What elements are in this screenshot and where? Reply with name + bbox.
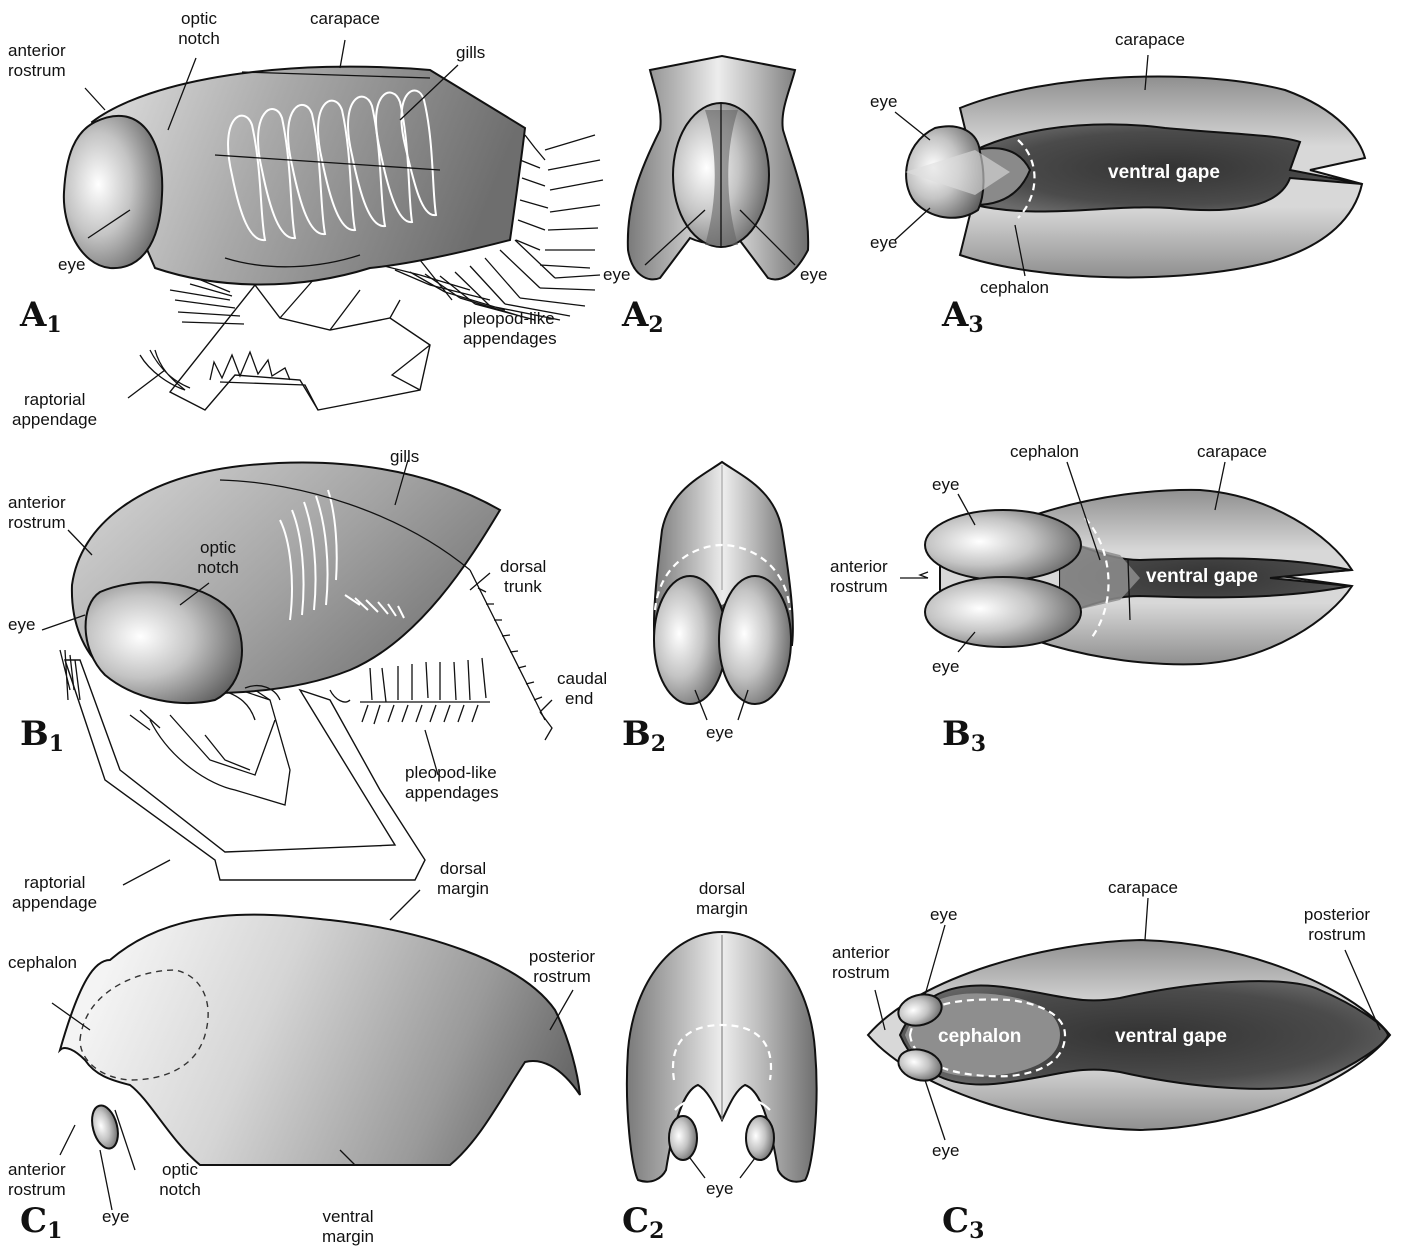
b3-label-eye-bottom: eye (932, 657, 959, 676)
c3-label-carapace: carapace (1108, 878, 1178, 897)
panel-label-a1: A1 (19, 295, 62, 338)
c1-label-eye: eye (102, 1207, 129, 1226)
b1-label-eye: eye (8, 615, 35, 634)
c1-label-cephalon: cephalon (8, 953, 77, 972)
b3-label-ventral-gape: ventral gape (1146, 566, 1258, 587)
b2-eye-left (654, 576, 726, 704)
panel-b2: eye B2 (622, 462, 793, 757)
c2-eye-left (669, 1116, 697, 1160)
b2-eye-right (719, 576, 791, 704)
panel-label-c3: C3 (942, 1201, 984, 1244)
b3-label-eye-top: eye (932, 475, 959, 494)
a1-eye (64, 116, 162, 268)
c3-label-eye-top: eye (930, 905, 957, 924)
panel-label-c2: C2 (622, 1201, 664, 1244)
c3-label-cephalon: cephalon (938, 1026, 1021, 1047)
b3-eye-bottom (925, 577, 1081, 647)
a3-label-ventral-gape: ventral gape (1108, 162, 1220, 183)
b2-label-eye: eye (706, 723, 733, 742)
a1-label-eye: eye (58, 255, 85, 274)
a1-label-gills: gills (456, 43, 485, 62)
b1-eye (86, 582, 242, 703)
panel-label-b1: B1 (20, 714, 64, 757)
a3-label-carapace: carapace (1115, 30, 1185, 49)
b1-pleopod-appendages (360, 658, 490, 724)
a2-label-eye-right: eye (800, 265, 827, 284)
a2-label-eye-left: eye (603, 265, 630, 284)
panel-label-c1: C1 (20, 1201, 62, 1244)
b3-label-cephalon: cephalon (1010, 442, 1079, 461)
c3-label-ventral-gape: ventral gape (1115, 1026, 1227, 1047)
panel-a3: carapace eye eye ventral gape cephalon A… (870, 30, 1365, 338)
panel-label-a2: A2 (621, 295, 664, 338)
a3-label-eye-bottom: eye (870, 233, 897, 252)
c3-label-eye-bottom: eye (932, 1141, 959, 1160)
b3-eye-top (925, 510, 1081, 580)
a1-label-carapace: carapace (310, 9, 380, 28)
c2-eye-right (746, 1116, 774, 1160)
panel-label-a3: A3 (941, 295, 984, 338)
panel-a2: eye eye A2 (603, 56, 827, 338)
a3-label-cephalon: cephalon (980, 278, 1049, 297)
b3-label-carapace: carapace (1197, 442, 1267, 461)
a3-label-eye-top: eye (870, 92, 897, 111)
panel-label-b3: B3 (942, 714, 986, 757)
b1-label-gills: gills (390, 447, 419, 466)
c1-eye (88, 1103, 123, 1152)
c2-label-eye: eye (706, 1179, 733, 1198)
c1-carapace (60, 915, 580, 1165)
panel-label-b2: B2 (622, 714, 666, 757)
